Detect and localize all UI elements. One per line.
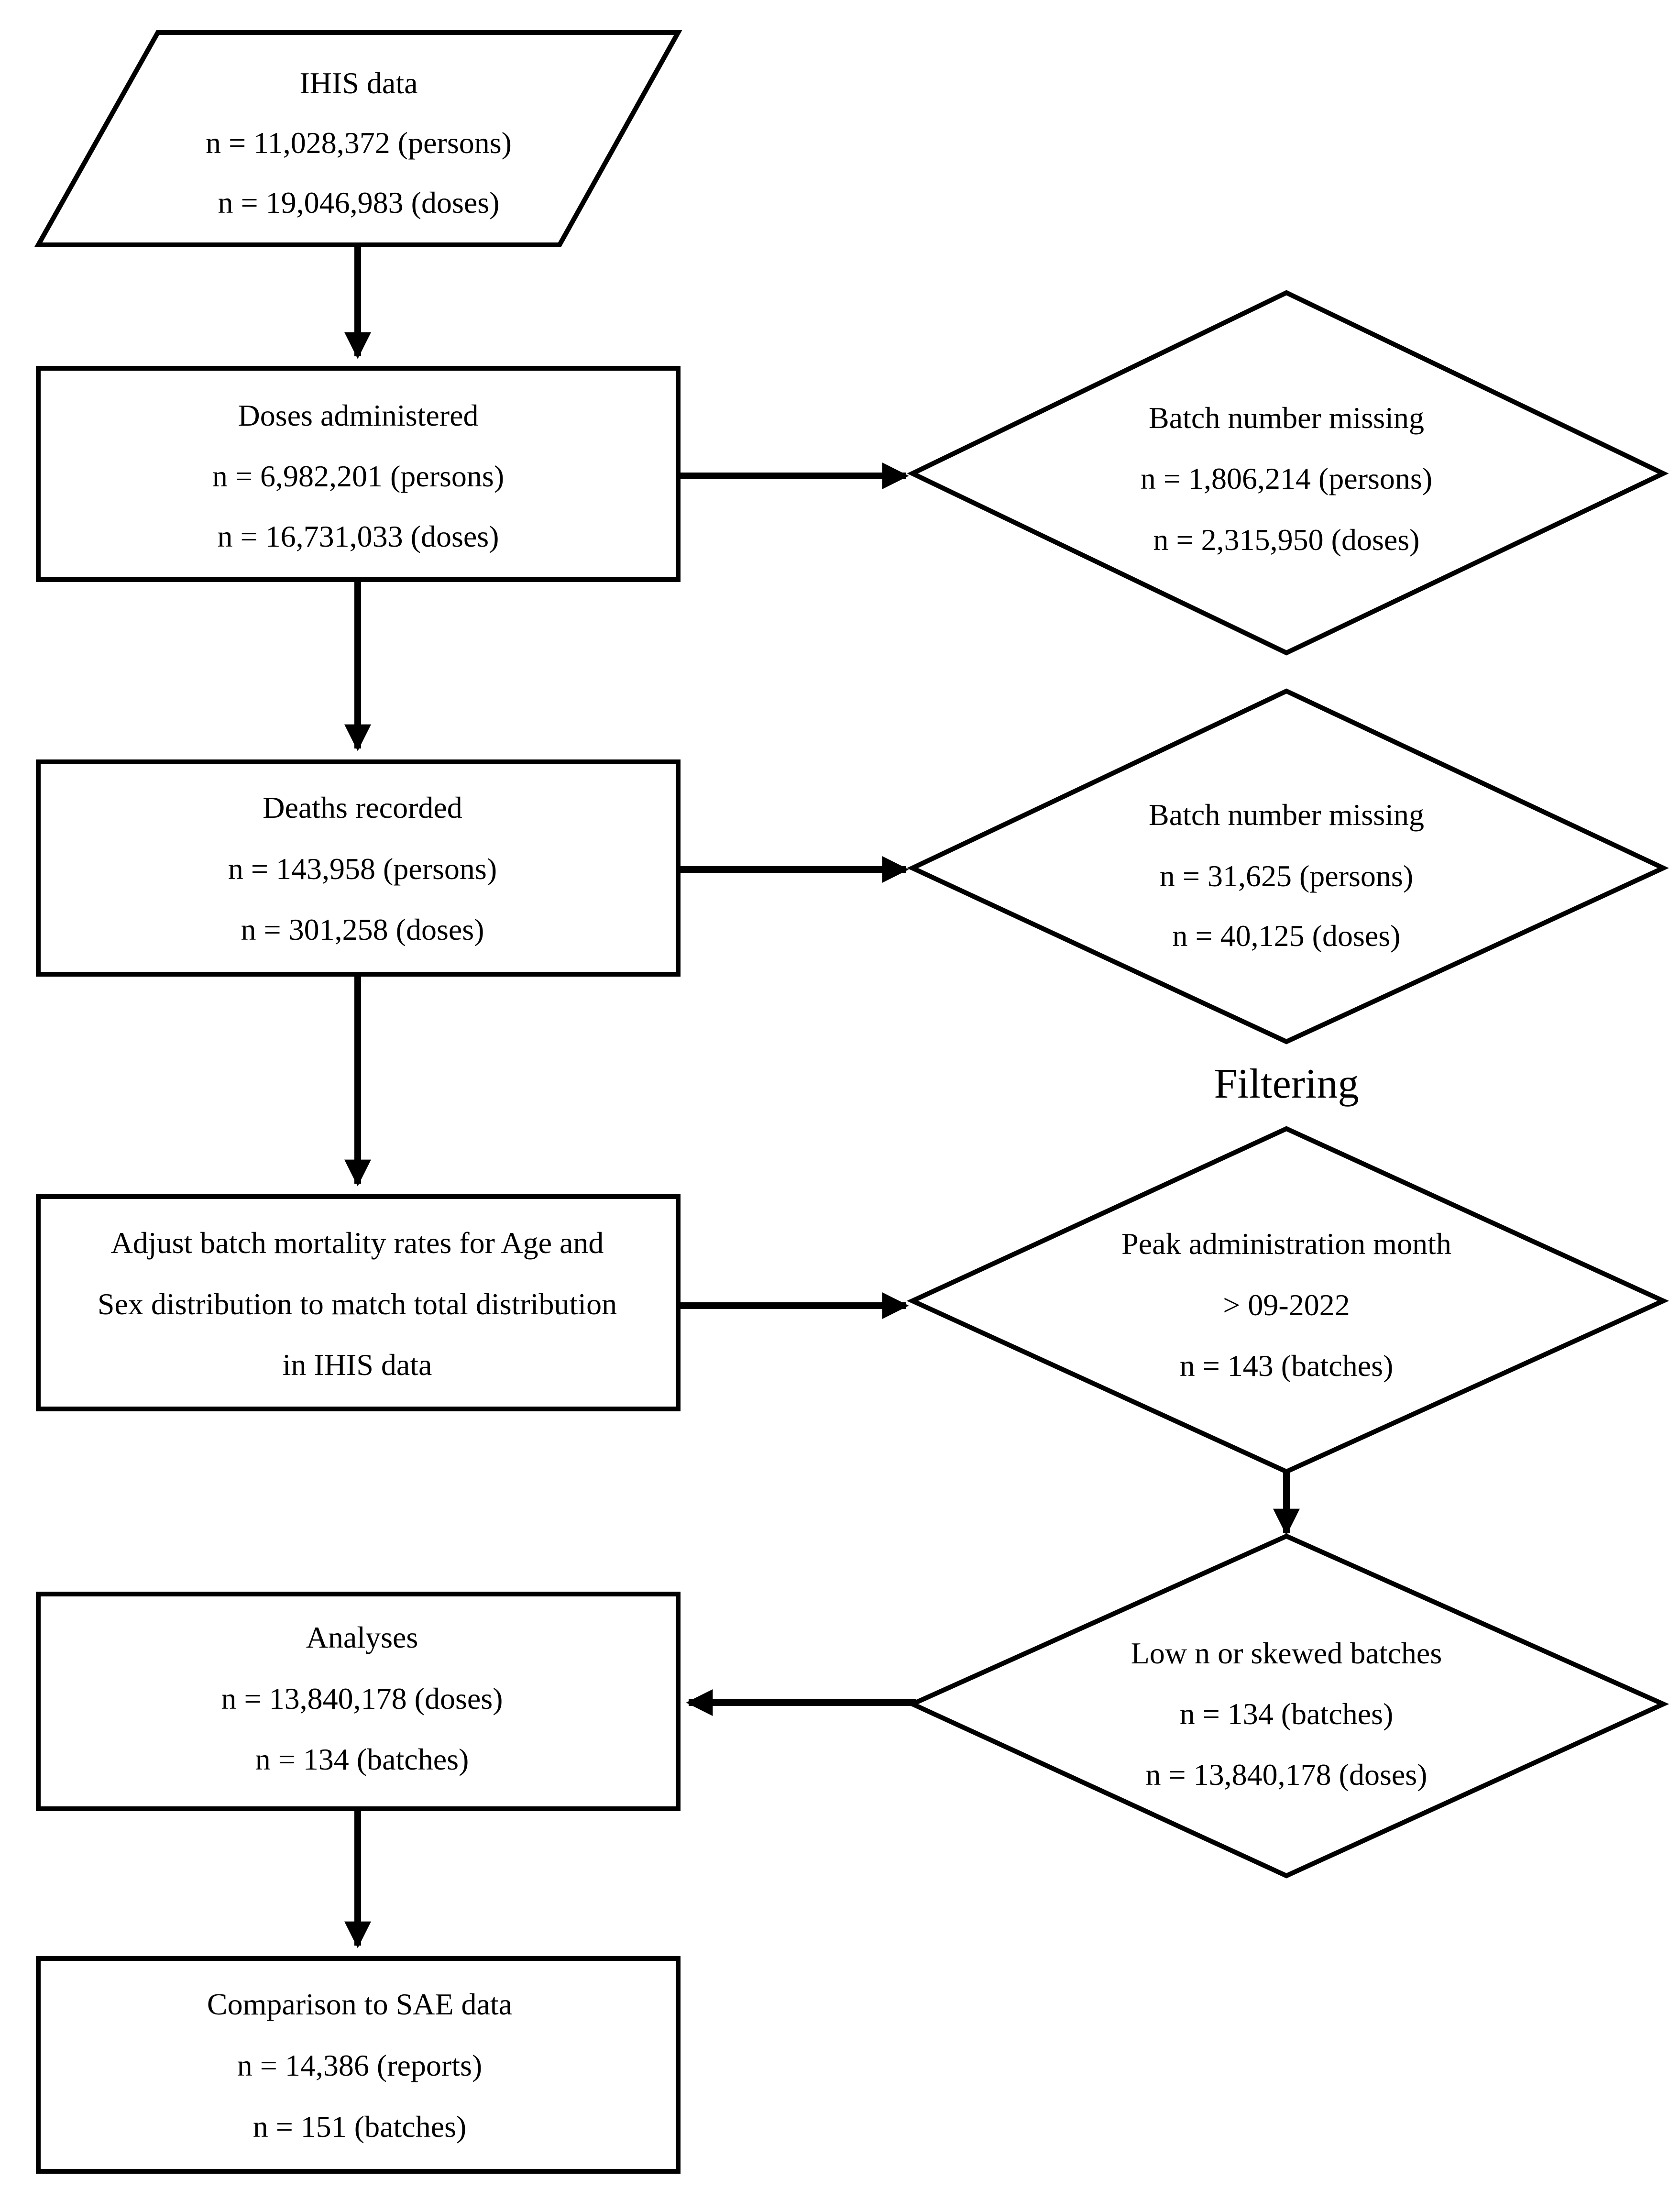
deaths-recorded-title: Deaths recorded xyxy=(263,791,462,825)
doses-administered-persons: n = 6,982,201 (persons) xyxy=(212,459,504,493)
batch-missing-1-title: Batch number missing xyxy=(1149,401,1424,435)
ihis-data-persons: n = 11,028,372 (persons) xyxy=(206,126,512,160)
low-n-title: Low n or skewed batches xyxy=(1131,1636,1442,1670)
deaths-recorded-doses: n = 301,258 (doses) xyxy=(241,913,484,946)
comparison-title: Comparison to SAE data xyxy=(207,1987,512,2021)
low-n-doses: n = 13,840,178 (doses) xyxy=(1146,1758,1427,1792)
batch-missing-1-node: Batch number missing n = 1,806,214 (pers… xyxy=(907,290,1669,656)
peak-month-threshold: > 09-2022 xyxy=(1223,1288,1350,1322)
ihis-data-node: IHIS data n = 11,028,372 (persons) n = 1… xyxy=(34,30,682,247)
batch-missing-2-persons: n = 31,625 (persons) xyxy=(1160,859,1413,893)
comparison-reports: n = 14,386 (reports) xyxy=(237,2048,482,2082)
peak-month-title: Peak administration month xyxy=(1121,1227,1451,1261)
peak-month-batches: n = 143 (batches) xyxy=(1180,1349,1394,1383)
adjust-line-3: in IHIS data xyxy=(283,1348,432,1382)
comparison-batches: n = 151 (batches) xyxy=(253,2110,467,2144)
filtering-label: Filtering xyxy=(1214,1061,1359,1107)
analyses-title: Analyses xyxy=(306,1620,418,1654)
doses-administered-node: Doses administered n = 6,982,201 (person… xyxy=(36,366,681,582)
ihis-data-doses: n = 19,046,983 (doses) xyxy=(218,186,500,220)
adjust-node: Adjust batch mortality rates for Age and… xyxy=(36,1194,681,1411)
batch-missing-1-persons: n = 1,806,214 (persons) xyxy=(1141,462,1432,495)
doses-administered-doses: n = 16,731,033 (doses) xyxy=(218,519,499,553)
analyses-batches: n = 134 (batches) xyxy=(255,1742,469,1776)
batch-missing-2-title: Batch number missing xyxy=(1149,798,1424,832)
low-n-node: Low n or skewed batches n = 134 (batches… xyxy=(906,1533,1669,1879)
doses-administered-title: Doses administered xyxy=(238,398,479,432)
adjust-line-2: Sex distribution to match total distribu… xyxy=(98,1287,617,1321)
deaths-recorded-persons: n = 143,958 (persons) xyxy=(228,852,497,886)
deaths-recorded-node: Deaths recorded n = 143,958 (persons) n … xyxy=(36,759,681,977)
analyses-doses: n = 13,840,178 (doses) xyxy=(221,1682,503,1716)
ihis-data-title: IHIS data xyxy=(299,66,417,100)
comparison-node: Comparison to SAE data n = 14,386 (repor… xyxy=(36,1956,681,2174)
batch-missing-2-node: Batch number missing n = 31,625 (persons… xyxy=(907,688,1669,1045)
adjust-line-1: Adjust batch mortality rates for Age and xyxy=(111,1226,604,1260)
peak-month-node: Peak administration month > 09-2022 n = … xyxy=(907,1126,1669,1474)
low-n-batches: n = 134 (batches) xyxy=(1180,1697,1394,1731)
batch-missing-1-doses: n = 2,315,950 (doses) xyxy=(1153,523,1420,557)
batch-missing-2-doses: n = 40,125 (doses) xyxy=(1173,919,1401,953)
analyses-node: Analyses n = 13,840,178 (doses) n = 134 … xyxy=(36,1592,681,1811)
